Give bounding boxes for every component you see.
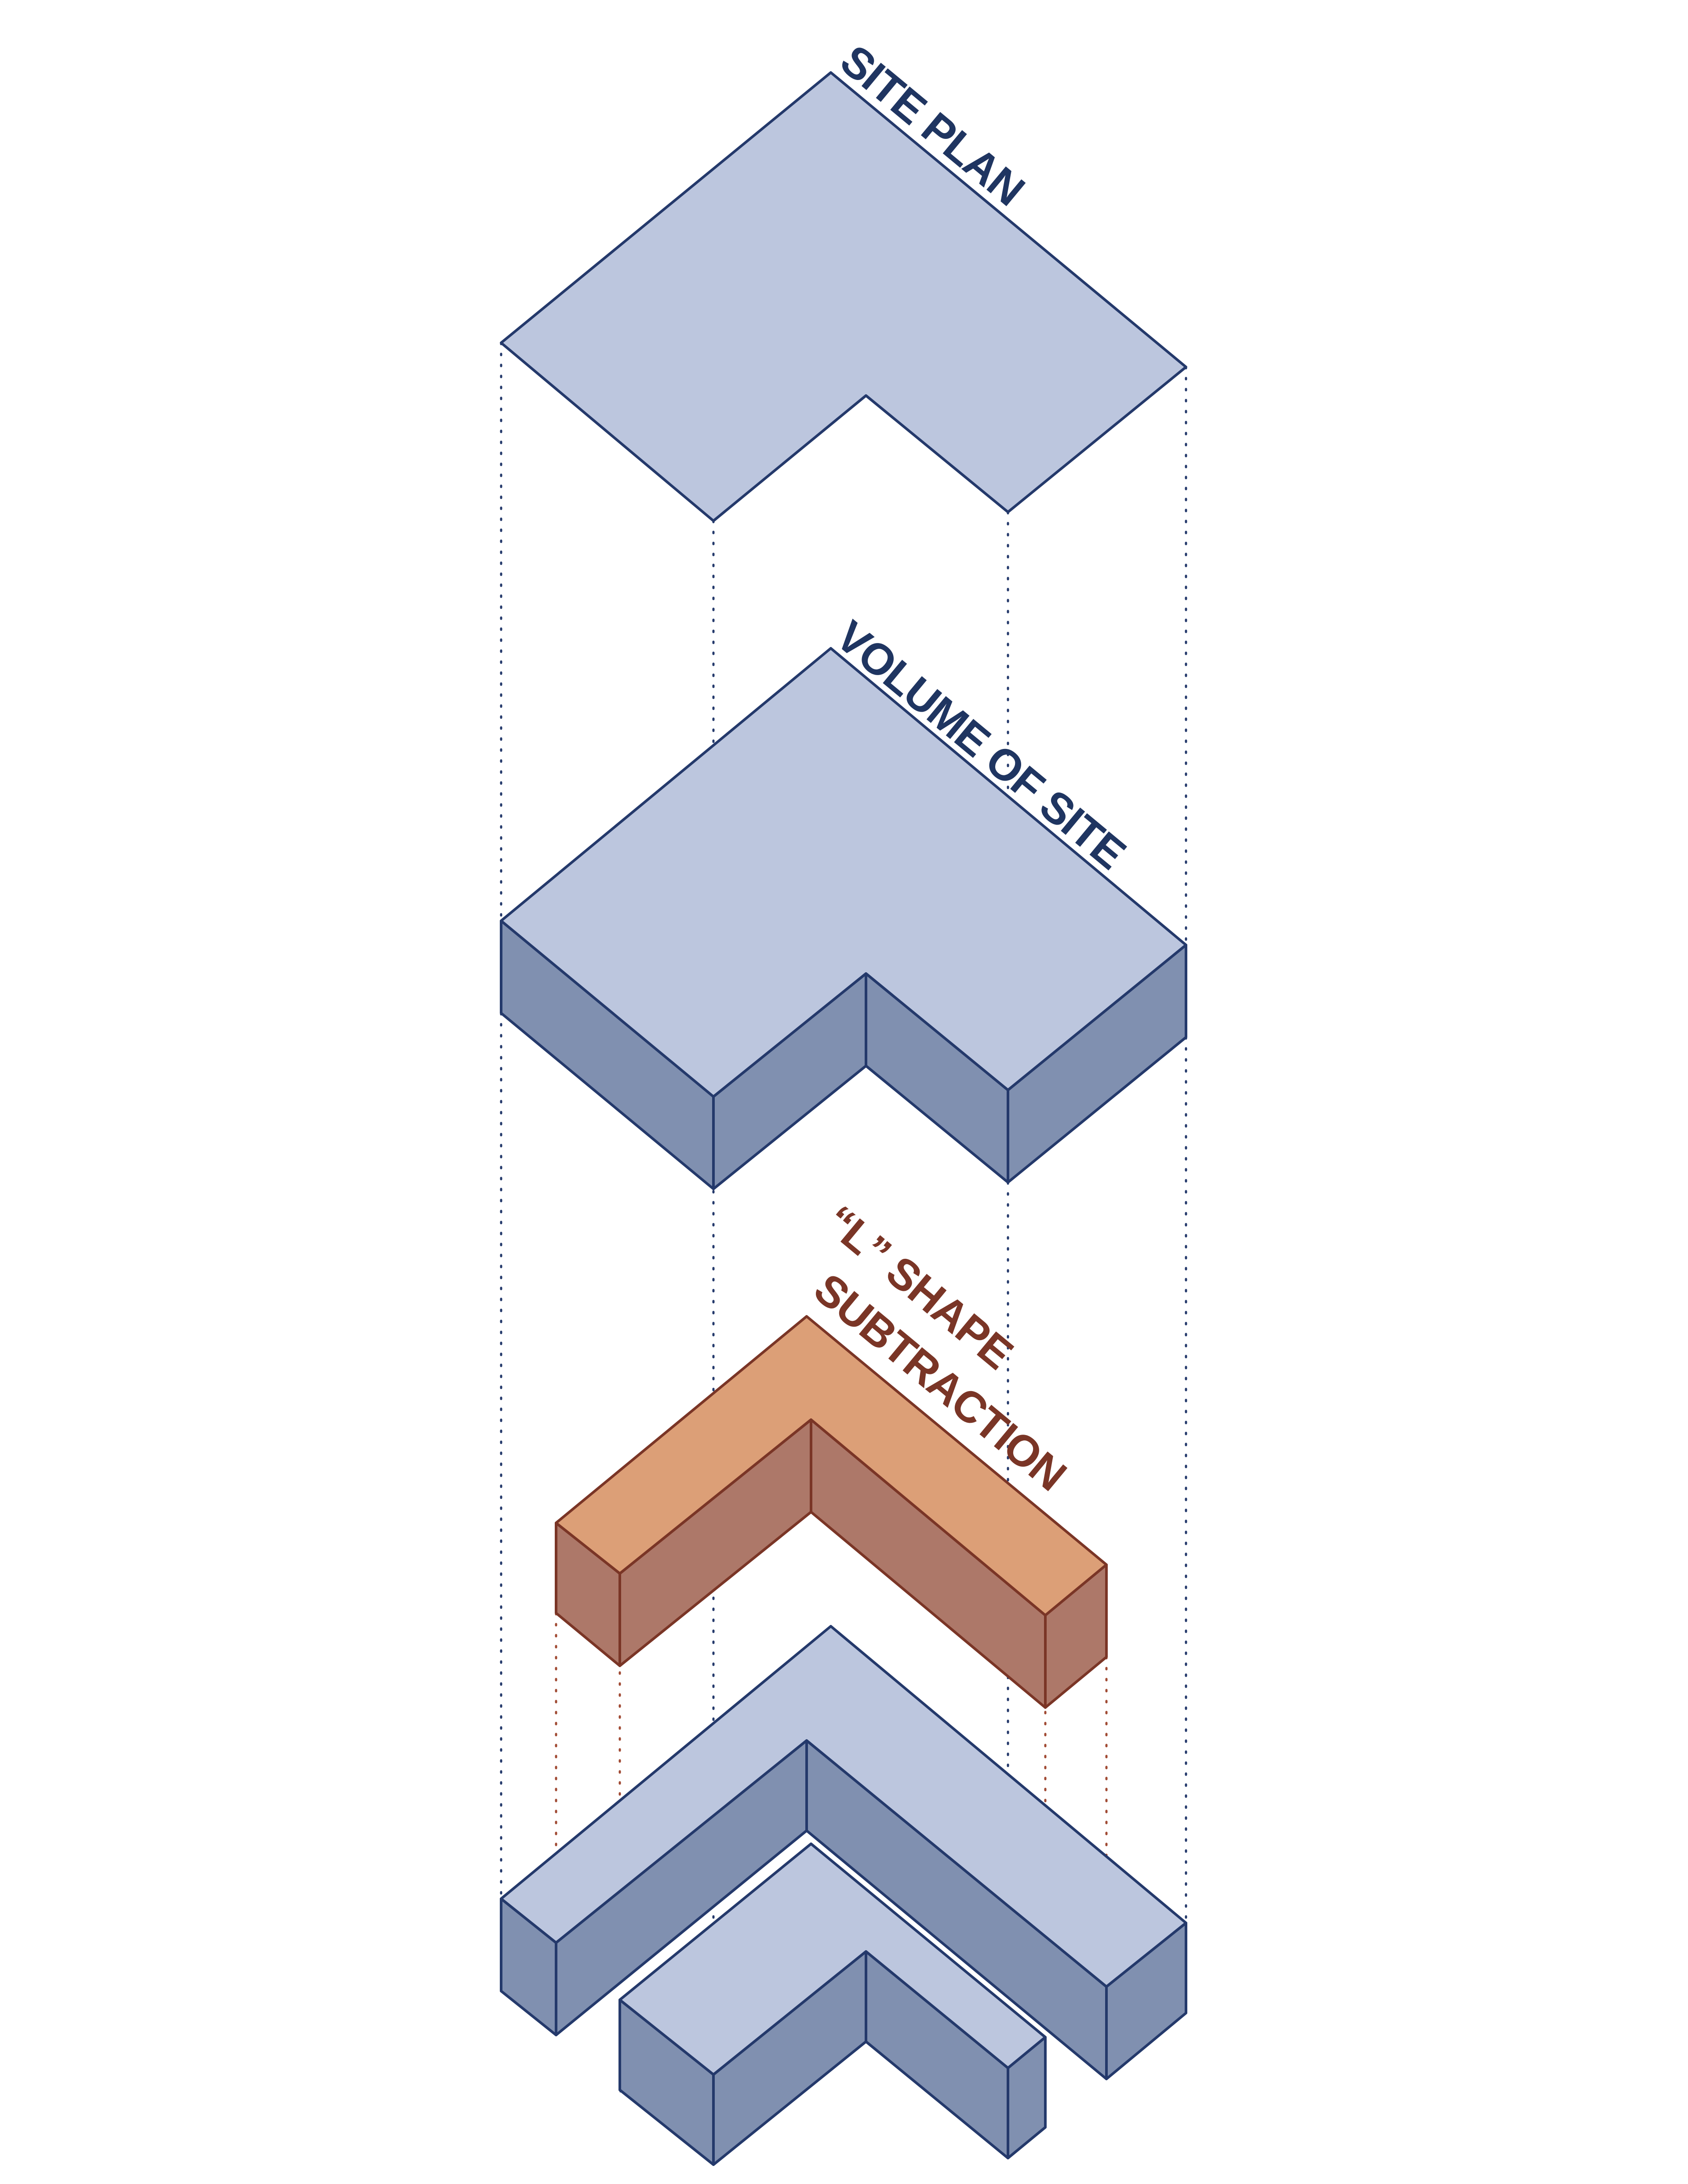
remaining-inner-l-shape [618,1842,1047,2166]
subtraction-top-face [555,1315,1108,1617]
volume-of-site-shape [500,647,1187,1190]
volume-top-face [500,647,1187,1098]
outer-l-top-face [500,1625,1187,1988]
remaining-outer-l-shape [500,1625,1187,2080]
site-plan-face [500,71,1187,522]
l-shape-subtraction-shape [555,1315,1108,1709]
inner-l-top-face [618,1842,1047,2076]
site-plan-shape [500,71,1187,522]
